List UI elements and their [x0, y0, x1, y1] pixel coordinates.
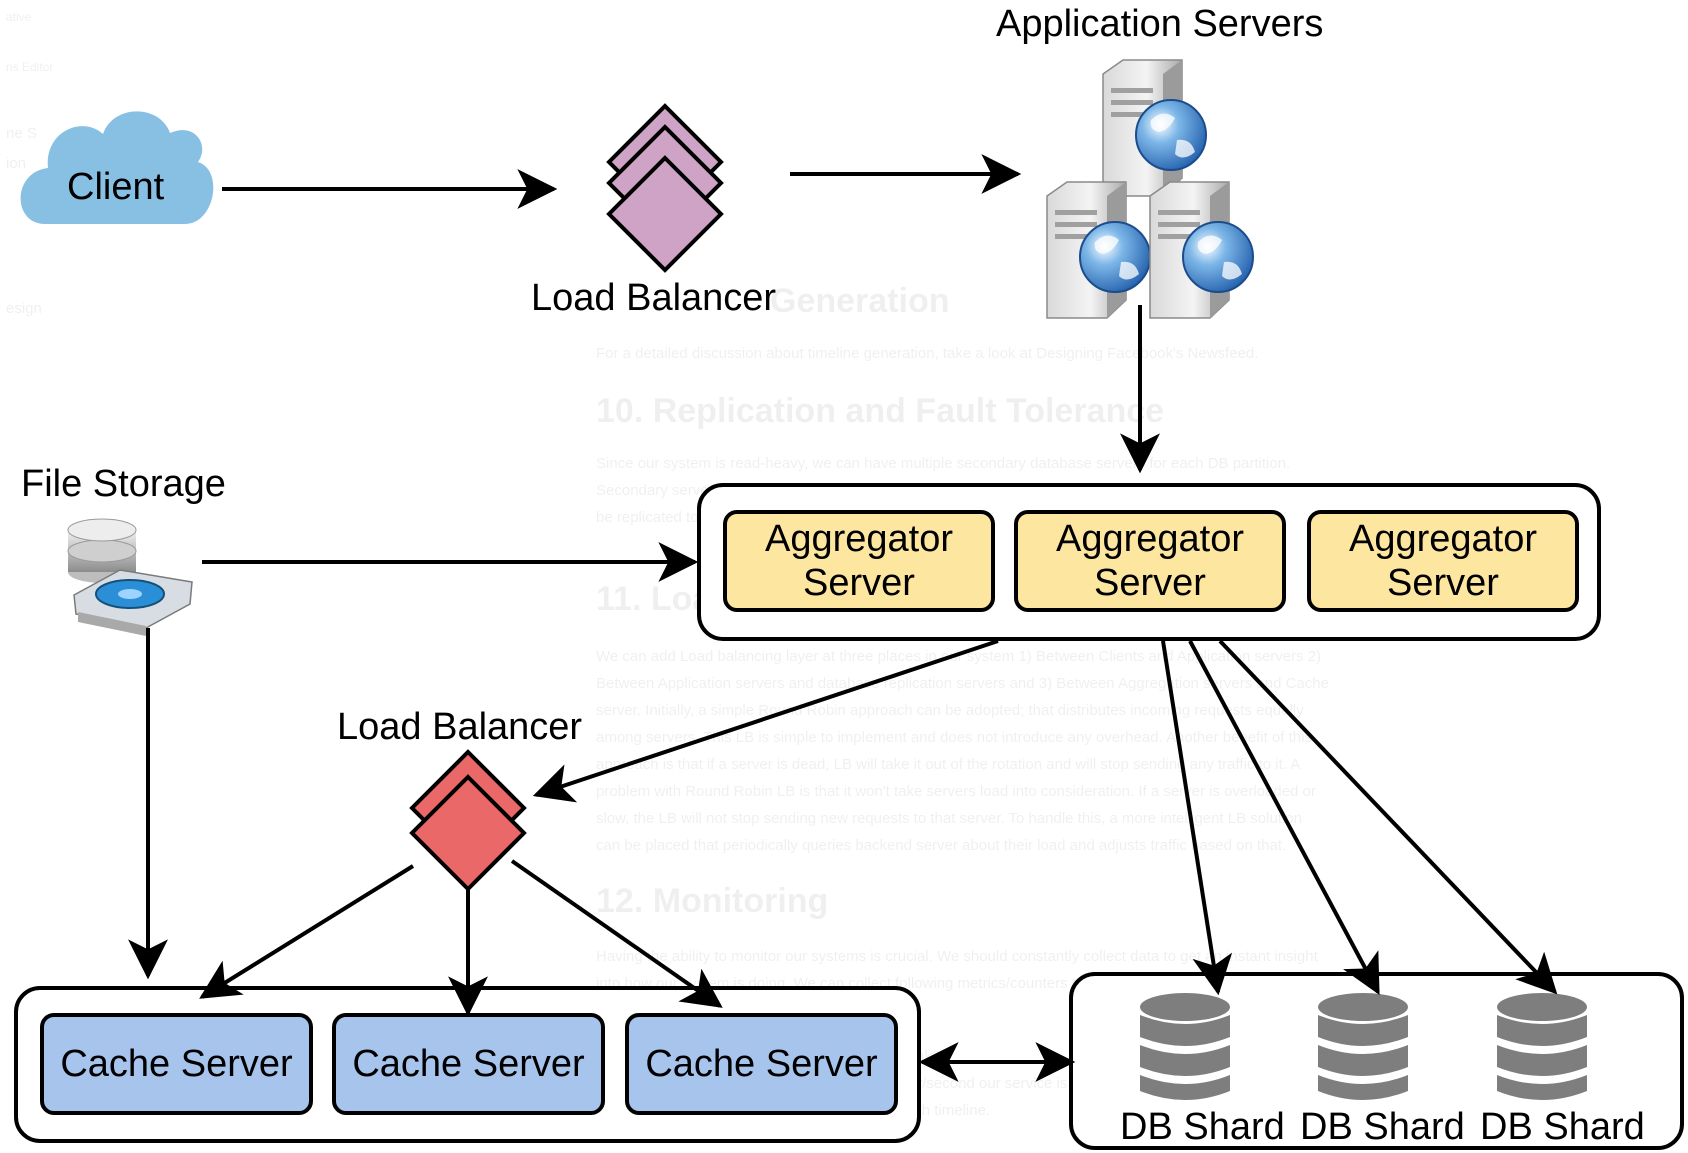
file-storage-icon [67, 518, 193, 636]
application-servers-label: Application Servers [996, 3, 1324, 45]
db-shard-label: DB Shard [1120, 1106, 1285, 1148]
load-balancer-bottom-label: Load Balancer [337, 706, 583, 748]
cache-server: Cache Server [40, 1013, 313, 1115]
connector-aggregators-to-lb-bottom [532, 639, 999, 803]
aggregator-server: Aggregator Server [723, 510, 995, 612]
db-shard-icons [1140, 993, 1587, 1100]
aggregator-server: Aggregator Server [1307, 510, 1579, 612]
load-balancer-bottom-icon [409, 749, 527, 892]
load-balancer-top-icon [606, 103, 724, 273]
application-servers-icon [1046, 59, 1254, 319]
cache-server: Cache Server [625, 1013, 898, 1115]
connector-lb-to-cache-1 [199, 864, 415, 999]
client-label: Client [67, 166, 165, 208]
load-balancer-top-label: Load Balancer [531, 277, 777, 319]
cache-server: Cache Server [332, 1013, 605, 1115]
connector-aggregators-to-db-shard-3 [1218, 639, 1558, 995]
connector-aggregators-to-db-shard-2 [1188, 640, 1380, 995]
db-shard-label: DB Shard [1480, 1106, 1645, 1148]
aggregator-server: Aggregator Server [1014, 510, 1286, 612]
db-shard-label: DB Shard [1300, 1106, 1465, 1148]
connector-lb-to-cache-3 [510, 859, 723, 1008]
file-storage-label: File Storage [21, 463, 226, 505]
connector-aggregators-to-db-shard-1 [1161, 640, 1233, 996]
cloud-icon [20, 111, 214, 224]
